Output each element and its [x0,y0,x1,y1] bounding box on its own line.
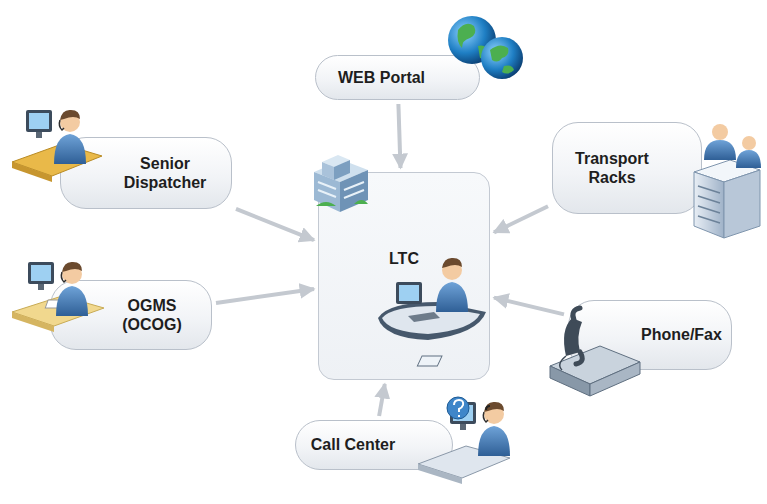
node-label: LTC [389,249,419,268]
flow-arrow [494,298,564,315]
source-pill: WEB Portal [315,55,480,100]
flow-arrow [494,206,548,232]
flow-arrow [398,104,400,168]
flow-arrow [236,209,314,240]
node-label: Call Center [311,435,395,454]
building-icon [314,155,368,212]
flow-arrow [216,289,314,303]
callcenter-icon [418,397,510,484]
operator-icon [378,258,486,340]
workstation-icon [12,110,102,182]
node-label: WEB Portal [338,68,425,87]
node-label: OGMS (OCOG) [112,296,192,334]
source-pill: Transport Racks [552,122,702,214]
node-label: Transport Racks [567,149,657,187]
workstation-icon [12,262,104,332]
source-pill: Senior Dispatcher [60,137,232,209]
flow-arrow [379,384,385,416]
globe-icon [448,16,523,79]
phone-icon [417,308,640,396]
node-label: Phone/Fax [641,325,721,344]
node-label: Senior Dispatcher [110,154,220,192]
rack-icon [694,124,761,238]
